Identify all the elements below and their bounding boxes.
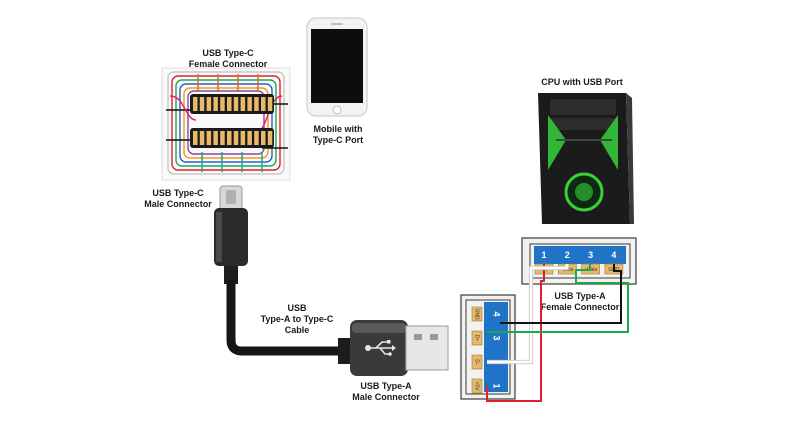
typec-pad [213,97,218,111]
typec-pad [247,131,252,145]
typec-pad [267,97,273,111]
typea-male-pin-block [484,302,508,392]
typec-plug-highlight [216,212,222,262]
typea-strain-relief [338,338,352,364]
typec-male-label-2: Male Connector [144,199,212,209]
usb-trident-icon [365,340,396,356]
typec-pad [261,131,266,145]
female-pin-number: 1 [541,250,546,260]
typec-female-board [161,67,291,181]
female-pin-number: 2 [565,250,570,260]
male-pin-name: D+ [474,335,480,342]
typea-female-pin-block [534,246,626,264]
typec-female-label-1: USB Type-C [202,48,254,58]
typec-pad [199,131,205,145]
phone-speaker [331,23,343,25]
mobile-label-1: Mobile with [314,124,363,134]
typec-pad [254,97,259,111]
male-pin-contact [471,330,483,346]
male-pin-name: D- [474,359,480,365]
cpu-green-stripe-right [600,115,618,170]
typec-pad [220,131,225,145]
typec-plug-body [214,208,248,266]
cpu-green-stripe-left [548,115,566,170]
typec-pad [206,131,212,145]
typec-pad [199,97,205,111]
typec-pad [240,97,246,111]
male-pin-name: GND [474,308,480,320]
male-pin-contact [471,306,483,322]
typea-female-label-2: Female Connector [541,302,620,312]
usb-cable [226,279,345,356]
typec-pad [206,97,212,111]
typea-female-label-1: USB Type-A [554,291,606,301]
wire-gnd [500,264,622,324]
male-pin-contact [471,354,483,370]
wire-data-plus [487,264,629,333]
cpu-label: CPU with USB Port [541,77,623,87]
typec-pad [240,131,246,145]
cable-label-2: Type-A to Type-C [261,314,334,324]
wire-data-minus [487,264,569,364]
typec-pad [261,97,266,111]
typec-pad [213,131,218,145]
cpu-drive-bay-2 [550,118,616,130]
cpu-fan-hub [575,183,593,201]
typea-male-plug: USB Type-A Male Connector [338,320,449,402]
cable-label-1: USB [287,303,307,313]
typec-pad [233,131,239,145]
typea-male-label-1: USB Type-A [360,381,412,391]
wire-5v [486,264,545,402]
cpu-side [626,93,634,224]
cpu-tower: CPU with USB Port [538,77,634,224]
phone-home-button [332,105,342,115]
mobile-label-2: Type-C Port [313,135,363,145]
typec-pad [220,97,225,111]
typec-pad [233,97,239,111]
cable-label-3: Cable [285,325,310,335]
male-pin-name: +5V [474,381,480,391]
typea-male-label-2: Male Connector [352,392,420,402]
female-pin-number: 4 [611,250,616,260]
typea-female-inner [529,243,631,279]
male-pin-number: 4 [492,311,502,316]
typec-male-plug: USB Type-C Male Connector [144,185,248,284]
wires [486,264,629,402]
phone-screen [311,29,363,103]
typea-plug-hole-2 [430,334,438,340]
typec-pad [227,97,232,111]
male-pin-number: 3 [492,335,502,340]
typec-pads [193,97,273,145]
typec-male-label-1: USB Type-C [152,188,204,198]
typec-plug-tongue [226,190,236,204]
typec-pad [193,97,198,111]
cpu-drive-bay-1 [550,99,616,115]
typec-pad [247,97,252,111]
typec-female-label-2: Female Connector [189,59,268,69]
typec-pad [267,131,273,145]
male-pin-contact [471,378,483,394]
female-pin-number: 3 [588,250,593,260]
typea-plug-hole-1 [414,334,422,340]
mobile-phone: Mobile with Type-C Port [306,17,368,145]
typec-strain-relief [224,266,238,284]
typea-plug-metal [405,325,449,371]
typea-plug-highlight [352,323,406,333]
male-pin-number: 1 [492,383,502,388]
typec-pad [254,131,259,145]
typec-pad [193,131,198,145]
typec-female-connector: USB Type-C Female Connector [161,48,291,181]
typec-pad [227,131,232,145]
